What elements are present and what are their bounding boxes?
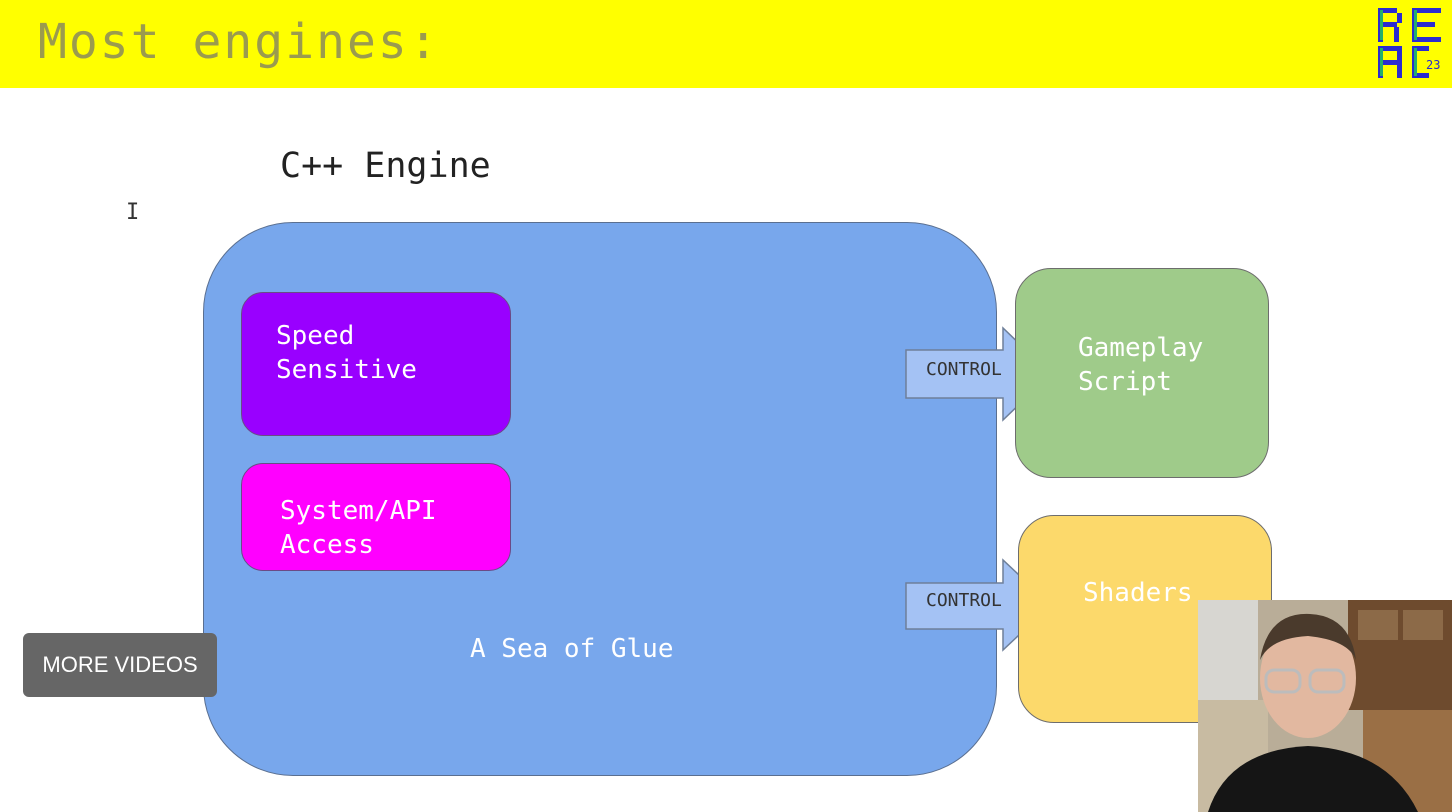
gameplay-line-1: Gameplay bbox=[1078, 333, 1204, 363]
text-cursor-icon: I bbox=[126, 200, 140, 225]
speaker-webcam-video bbox=[1198, 600, 1452, 812]
reac-2023-logo: 23 bbox=[1374, 4, 1448, 82]
slide-title: Most engines: bbox=[38, 14, 440, 70]
speed-sensitive-box: Speed Sensitive bbox=[241, 292, 511, 436]
speed-sensitive-line-2: Sensitive bbox=[276, 355, 417, 385]
gameplay-script-box: Gameplay Script bbox=[1015, 268, 1269, 478]
webcam-frame-icon bbox=[1198, 600, 1452, 812]
more-videos-button[interactable]: MORE VIDEOS bbox=[23, 633, 217, 697]
system-api-line-1: System/API bbox=[280, 496, 437, 526]
system-api-line-2: Access bbox=[280, 530, 374, 560]
svg-text:23: 23 bbox=[1426, 58, 1440, 72]
gameplay-line-2: Script bbox=[1078, 367, 1172, 397]
slide-header: Most engines: 23 bbox=[0, 0, 1452, 88]
speed-sensitive-line-1: Speed bbox=[276, 321, 355, 351]
control-label-top: CONTROL bbox=[926, 359, 1002, 380]
shaders-label: Shaders bbox=[1083, 578, 1193, 608]
sea-of-glue-label: A Sea of Glue bbox=[470, 634, 674, 664]
engine-label: C++ Engine bbox=[280, 146, 491, 186]
system-api-box: System/API Access bbox=[241, 463, 511, 571]
control-label-bottom: CONTROL bbox=[926, 590, 1002, 611]
